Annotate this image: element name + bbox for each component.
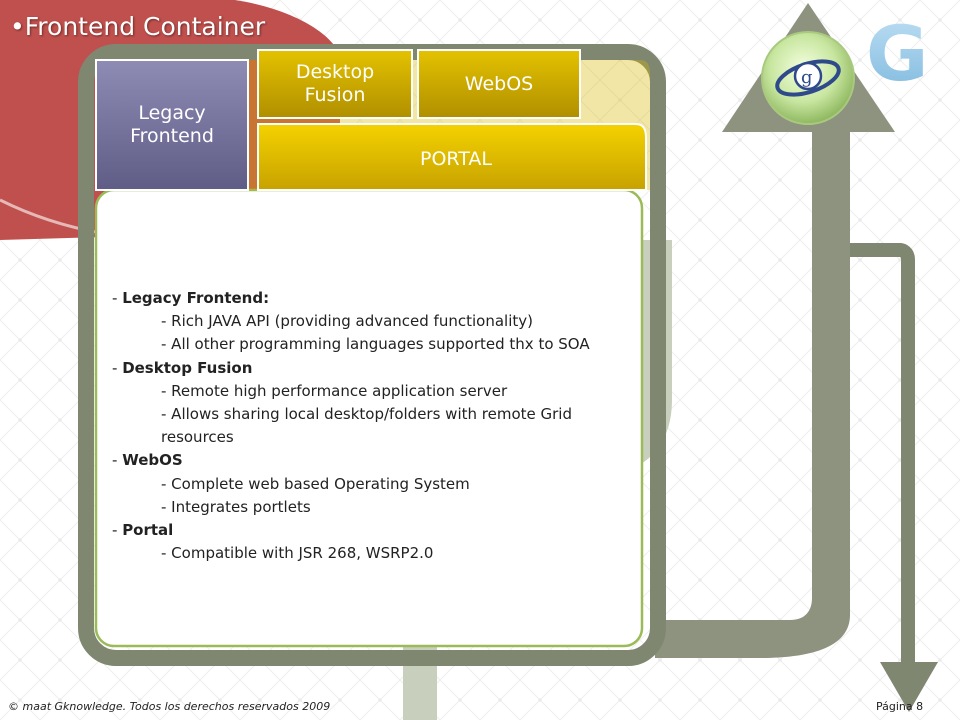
down-arrow-head bbox=[880, 662, 938, 712]
globe-letter: g bbox=[801, 67, 813, 88]
desktop-fusion-label: Desktop Fusion bbox=[258, 50, 412, 118]
bullet-line: - Remote high performance application se… bbox=[161, 381, 508, 400]
portal-label: PORTAL bbox=[420, 147, 492, 170]
bullet-line: - Compatible with JSR 268, WSRP2.0 bbox=[161, 544, 434, 563]
section-heading: - Portal bbox=[112, 521, 174, 540]
content-text: - Legacy Frontend: - Rich JAVA API (prov… bbox=[112, 287, 632, 565]
bullet-line: - Complete web based Operating System bbox=[161, 474, 470, 493]
bullet-line: - Rich JAVA API (providing advanced func… bbox=[161, 312, 533, 331]
desktop-line1: Desktop bbox=[295, 61, 375, 83]
page-number: Página 8 bbox=[876, 700, 924, 713]
portal-box bbox=[257, 123, 647, 191]
g-logo: G bbox=[866, 9, 928, 98]
desktop-line2: Fusion bbox=[304, 84, 366, 106]
legacy-line1: Legacy bbox=[138, 102, 206, 124]
webos-box bbox=[417, 49, 581, 119]
up-arrow bbox=[655, 3, 895, 658]
bullet-line: - Integrates portlets bbox=[161, 497, 311, 516]
legacy-line2: Frontend bbox=[130, 125, 214, 147]
section-heading: - Legacy Frontend: bbox=[112, 289, 270, 307]
bullet-line: - Allows sharing local desktop/folders w… bbox=[161, 405, 572, 447]
section-heading: - Desktop Fusion bbox=[112, 358, 253, 377]
slide-title: •Frontend Container bbox=[10, 12, 266, 41]
desktop-fusion-box bbox=[257, 49, 413, 119]
legacy-frontend-box bbox=[95, 59, 249, 191]
webos-label: WebOS bbox=[464, 72, 534, 95]
footer-copyright: © maat Gknowledge. Todos los derechos re… bbox=[8, 700, 331, 713]
section-heading: - WebOS bbox=[112, 451, 183, 470]
legacy-frontend-label: Legacy Frontend bbox=[96, 60, 248, 190]
down-arrow-pipe bbox=[813, 160, 915, 665]
bullet-line: - All other programming languages suppor… bbox=[161, 335, 590, 354]
